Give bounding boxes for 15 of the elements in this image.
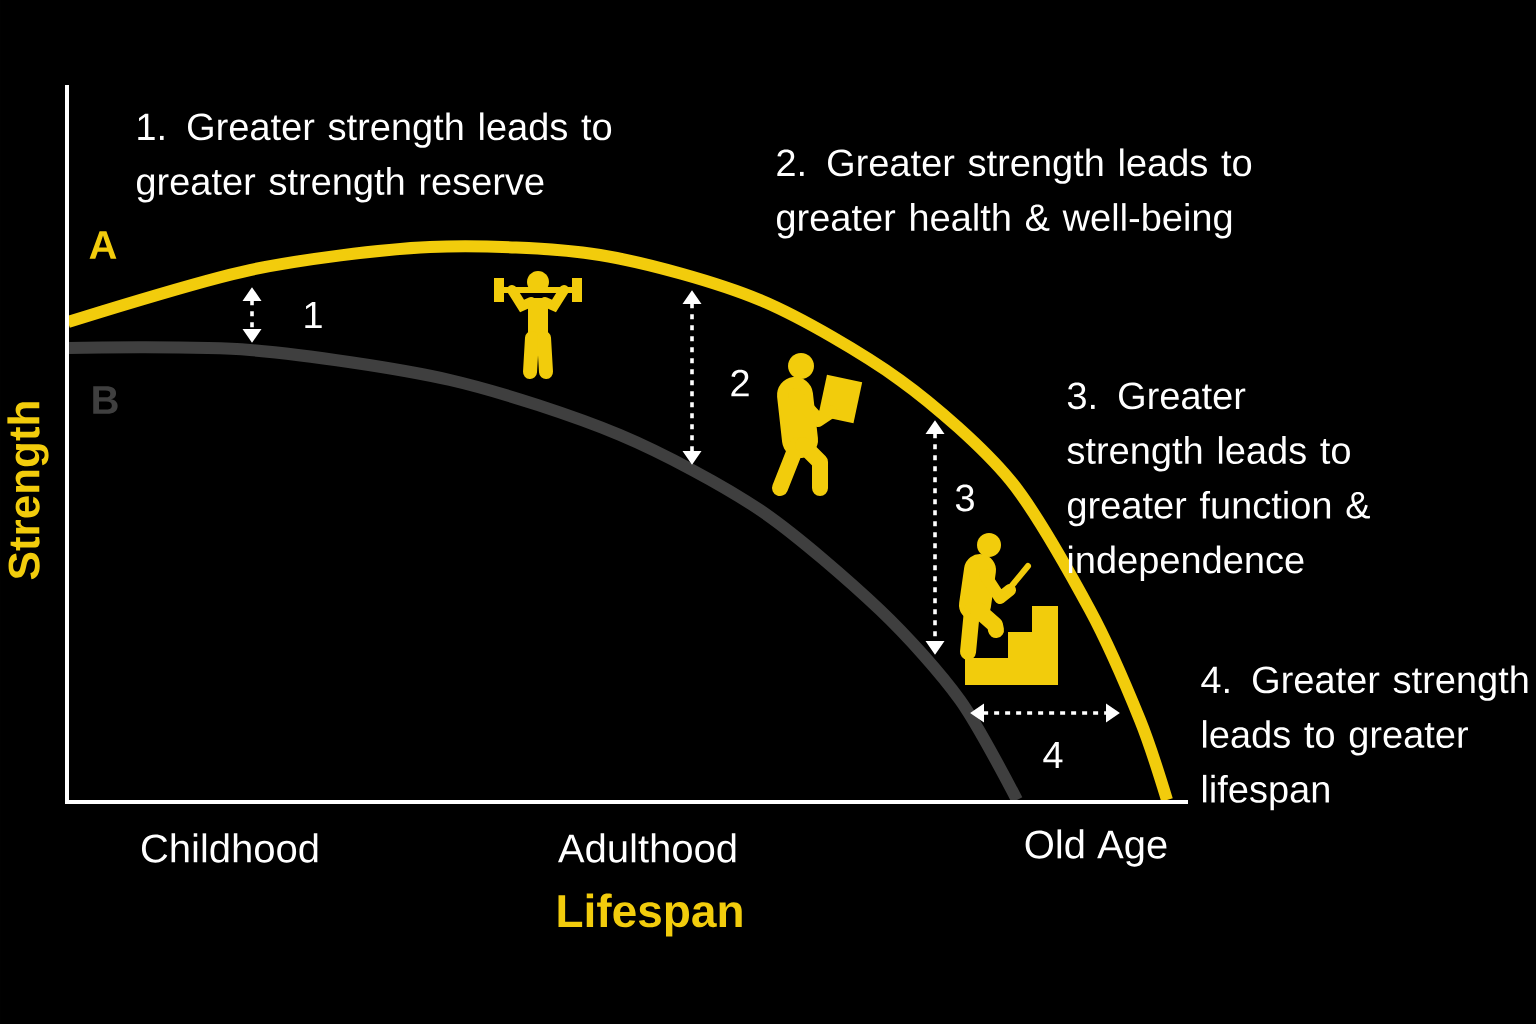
- axis-tick-label: Old Age: [1025, 829, 1167, 867]
- axis-title: Strength: [7, 402, 49, 580]
- axis-tick-label: Adulthood: [558, 833, 736, 863]
- gap-number: 2: [731, 369, 749, 397]
- benefit-note: 1. Greater strength leads to greater strength reserve: [137, 112, 612, 203]
- benefit-note: 2. Greater strength leads to greater health & well-being: [777, 148, 1252, 239]
- axis-title: Lifespan: [558, 893, 742, 937]
- benefit-note: 3. Greater strength leads to greater function & independence: [1067, 382, 1370, 581]
- curve-label: B: [93, 386, 118, 414]
- axis-tick-label: Childhood: [142, 833, 318, 863]
- benefit-note: 4. Greater strength leads to greater lifespan: [1201, 665, 1528, 811]
- gap-number: 4: [1043, 741, 1063, 769]
- gap-number: 1: [305, 301, 322, 329]
- curve-label: A: [89, 231, 117, 259]
- gap-number: 3: [955, 484, 974, 512]
